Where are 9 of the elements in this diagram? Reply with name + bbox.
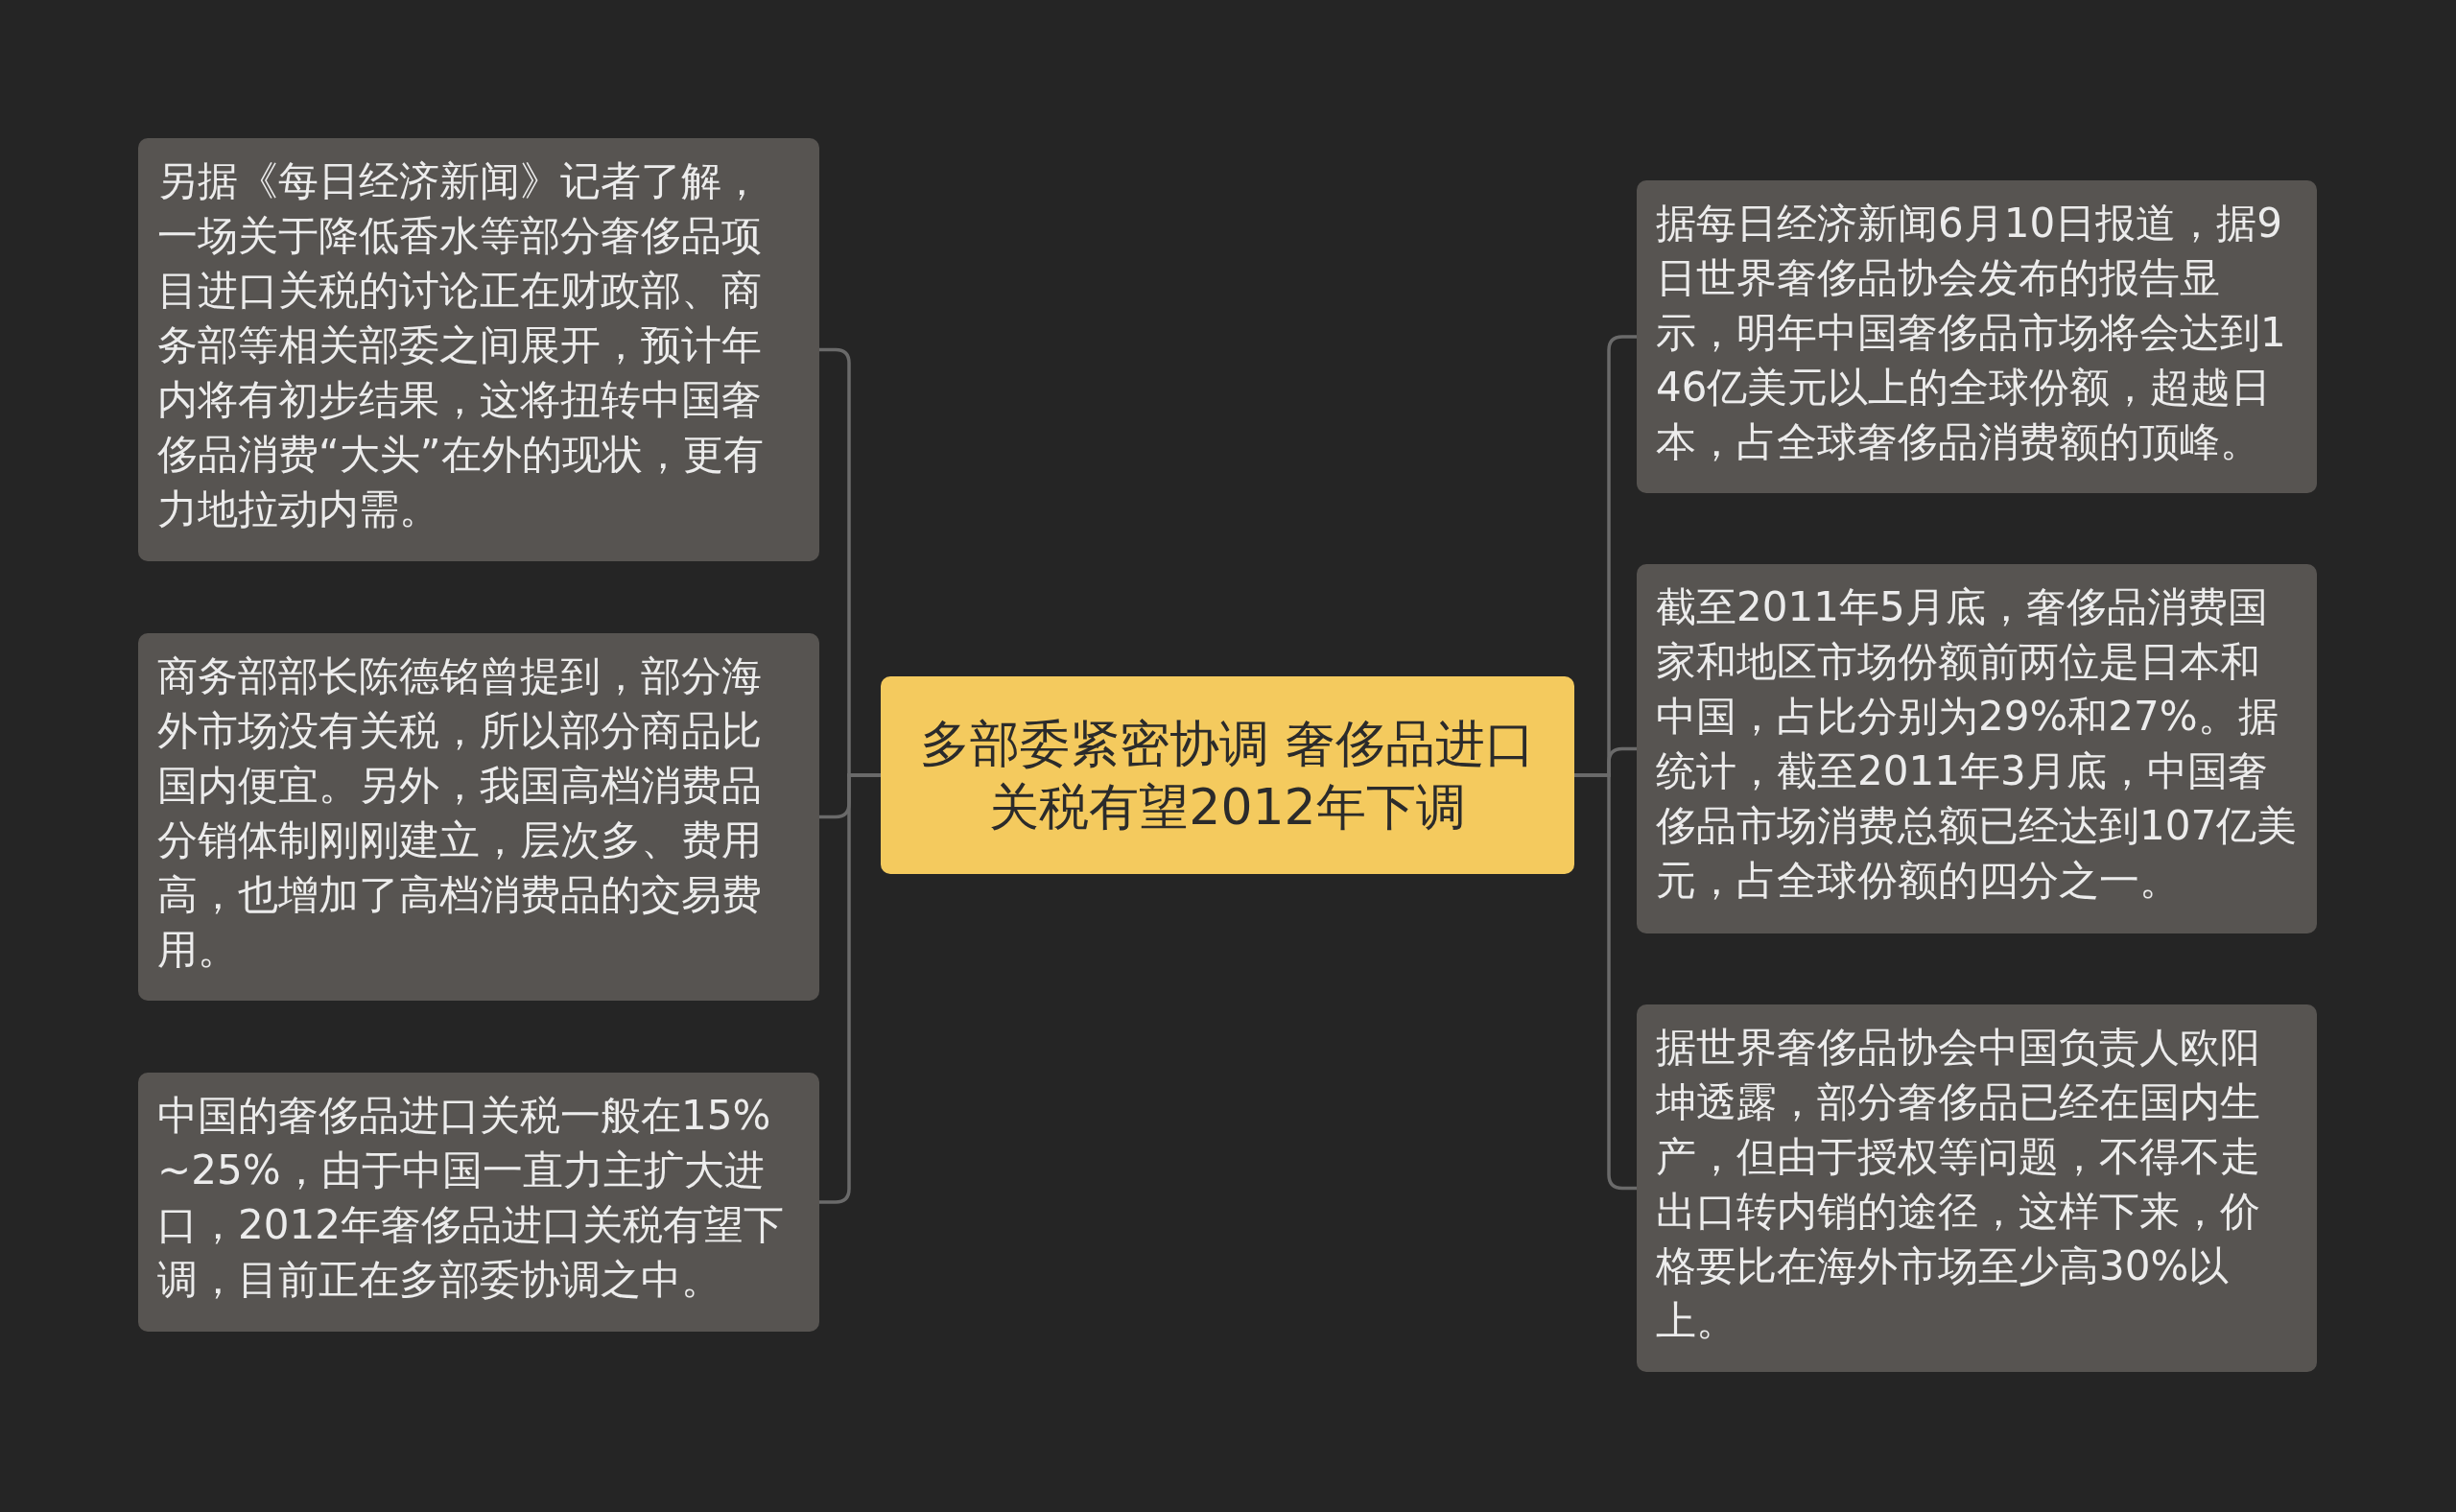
topic-card: 据世界奢侈品协会中国负责人欧阳坤透露，部分奢侈品已经在国内生产，但由于授权等问题，不得不走出口转内销的途径，这样下来，价格要比在海外市场至少高30%以上。	[1637, 1004, 2317, 1372]
topic-card: 另据《每日经济新闻》记者了解，一场关于降低香水等部分奢侈品项目进口关税的讨论正在财政部、商务部等相关部委之间展开，预计年内将有初步结果，这将扭转中国奢侈品消费“大头”在外的现状，更有力地拉动内需。	[138, 138, 819, 561]
topic-card: 中国的奢侈品进口关税一般在15%~25%，由于中国一直力主扩大进口，2012年奢侈品进口关税有望下调，目前正在多部委协调之中。	[138, 1073, 819, 1332]
connector-line	[819, 773, 881, 1204]
central-topic: 多部委紧密协调 奢侈品进口关税有望2012年下调	[881, 676, 1574, 874]
topic-card: 商务部部长陈德铭曾提到，部分海外市场没有关税，所以部分商品比国内便宜。另外，我国高档消费品分销体制刚刚建立，层次多、费用高，也增加了高档消费品的交易费用。	[138, 633, 819, 1001]
topic-card: 截至2011年5月底，奢侈品消费国家和地区市场份额前两位是日本和中国，占比分别为29%和27%。据统计，截至2011年3月底，中国奢侈品市场消费总额已经达到107亿美元，占全球份额的四分之一。	[1637, 564, 2317, 933]
topic-card: 据每日经济新闻6月10日报道，据9日世界奢侈品协会发布的报告显示，明年中国奢侈品市场将会达到146亿美元以上的全球份额，超越日本，占全球奢侈品消费额的顶峰。	[1637, 180, 2317, 493]
connector-line	[1574, 773, 1637, 1191]
